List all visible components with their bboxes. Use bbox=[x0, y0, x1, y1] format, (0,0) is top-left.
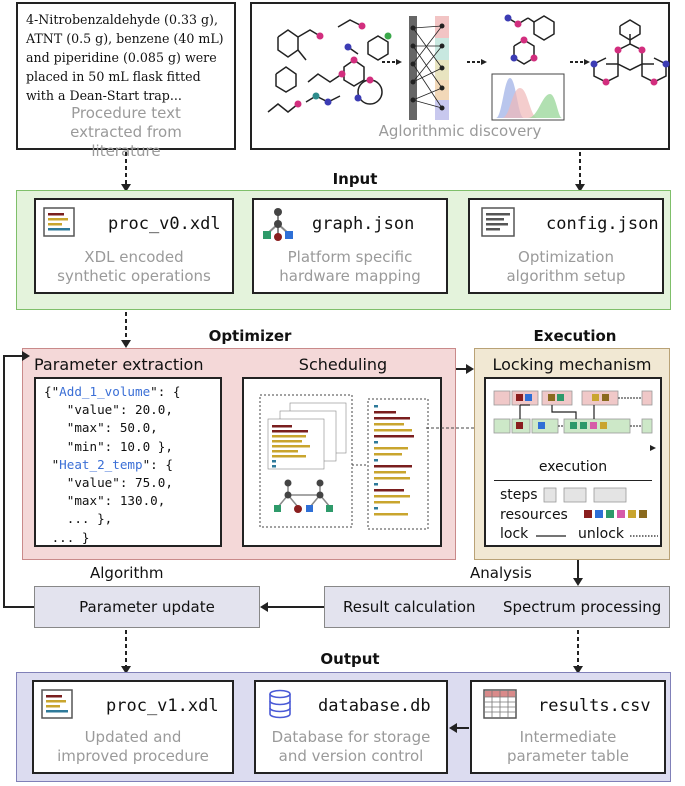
arrow-icon bbox=[456, 364, 474, 374]
graph-network-icon bbox=[263, 208, 293, 241]
discovery-caption: Aglorithmic discovery bbox=[378, 122, 542, 140]
code-line: {"Add_1_volume": { bbox=[44, 384, 181, 399]
parameter-extraction-title: Parameter extraction bbox=[34, 355, 204, 374]
arrow-icon bbox=[382, 59, 402, 65]
card-caption: Database for storage and version control bbox=[271, 728, 431, 765]
code-line: ... } bbox=[44, 529, 90, 545]
config-document-icon bbox=[481, 207, 515, 237]
arrow-icon bbox=[573, 560, 583, 586]
file-name: proc_v1.xdl bbox=[106, 696, 219, 716]
procedure-text-panel: 4-Nitrobenzaldehyde (0.33 g), ATNT (0.5 … bbox=[16, 2, 236, 160]
output-card-results[interactable]: results.csv Intermediate parameter table bbox=[470, 680, 666, 774]
file-name: proc_v0.xdl bbox=[108, 214, 221, 234]
arrow-icon bbox=[260, 602, 324, 612]
code-line: "value": 20.0, bbox=[44, 402, 173, 418]
code-line: "max": 130.0, bbox=[44, 493, 166, 509]
input-title: Input bbox=[332, 170, 378, 188]
legend-resources-swatch bbox=[584, 510, 647, 518]
parameter-update-box: Parameter update bbox=[34, 586, 260, 628]
candidate-molecules-icon bbox=[504, 14, 555, 65]
scheduling-title: Scheduling bbox=[298, 355, 388, 374]
analysis-label: Analysis bbox=[470, 564, 532, 582]
card-caption: Intermediate parameter table bbox=[507, 728, 629, 765]
code-line: ... }, bbox=[44, 511, 113, 527]
input-card-xdl[interactable]: proc_v0.xdl XDL encoded synthetic operat… bbox=[34, 198, 234, 294]
file-name: results.csv bbox=[538, 696, 651, 716]
procedure-line: 4-Nitrobenzaldehyde (0.33 g), bbox=[26, 12, 218, 27]
neural-network-icon bbox=[409, 16, 449, 120]
xdl-document-icon bbox=[43, 207, 75, 237]
spectrum-processing-label: Spectrum processing bbox=[503, 598, 662, 616]
execution-title: Execution bbox=[533, 327, 617, 345]
legend-divider bbox=[494, 480, 652, 481]
code-line: "value": 75.0, bbox=[44, 475, 173, 491]
code-line: "min": 10.0 }, bbox=[44, 438, 173, 454]
card-caption: Updated and improved procedure bbox=[57, 728, 209, 765]
algorithm-label: Algorithm bbox=[90, 564, 164, 582]
parameter-code: {"Add_1_volume": { "value": 20.0, "max":… bbox=[44, 383, 181, 547]
card-caption: Optimization algorithm setup bbox=[506, 248, 626, 285]
legend-unlock-line bbox=[630, 535, 658, 537]
arrow-icon bbox=[449, 723, 469, 733]
file-name: config.json bbox=[546, 214, 659, 234]
procedure-snippet: 4-Nitrobenzaldehyde (0.33 g), ATNT (0.5 … bbox=[26, 10, 224, 105]
locking-mechanism-title: Locking mechanism bbox=[492, 355, 652, 374]
schedule-illustration bbox=[259, 394, 429, 530]
algorithmic-discovery-panel: Aglorithmic discovery bbox=[250, 2, 670, 150]
locking-timeline-illustration bbox=[493, 390, 656, 451]
procedure-line: with a Dean-Start trap... bbox=[26, 88, 182, 103]
result-calculation-label: Result calculation bbox=[343, 598, 476, 616]
product-molecule-icon bbox=[590, 19, 670, 86]
arrow-icon bbox=[575, 152, 585, 192]
code-line: "Heat_2_temp": { bbox=[44, 456, 173, 472]
legend-resources-label: resources bbox=[500, 507, 568, 523]
input-card-graph[interactable]: graph.json Platform specific hardware ma… bbox=[252, 198, 448, 294]
parameter-update-label: Parameter update bbox=[79, 598, 215, 616]
scheduling-panel bbox=[242, 377, 442, 547]
arrow-icon bbox=[121, 630, 131, 674]
legend-lock-line bbox=[536, 535, 566, 537]
procedure-line: and piperidine (0.085 g) were bbox=[26, 50, 217, 65]
output-title: Output bbox=[320, 650, 380, 668]
database-icon bbox=[269, 689, 291, 719]
execution-label: execution bbox=[538, 459, 608, 475]
legend-steps-label: steps bbox=[500, 487, 538, 503]
input-card-config[interactable]: config.json Optimization algorithm setup bbox=[468, 198, 664, 294]
legend-lock-label: lock bbox=[500, 526, 529, 542]
arrow-icon bbox=[121, 152, 131, 192]
procedure-line: placed in 50 mL flask fitted bbox=[26, 69, 201, 84]
locking-panel: execution steps resources lock unlock bbox=[484, 377, 662, 547]
code-line: "max": 50.0, bbox=[44, 420, 158, 436]
output-card-xdl[interactable]: proc_v1.xdl Updated and improved procedu… bbox=[32, 680, 234, 774]
card-caption: Platform specific hardware mapping bbox=[279, 248, 421, 285]
arrow-icon bbox=[570, 59, 590, 65]
analysis-box: Result calculation Spectrum processing bbox=[324, 586, 670, 628]
molecule-library-icon bbox=[267, 19, 392, 113]
procedure-caption: Procedure text extracted from literature bbox=[70, 104, 182, 160]
file-name: database.db bbox=[318, 696, 431, 716]
feedback-loop-arrow bbox=[3, 351, 34, 608]
legend-unlock-label: unlock bbox=[578, 526, 625, 542]
distribution-plot-icon bbox=[491, 73, 565, 121]
output-card-database[interactable]: database.db Database for storage and ver… bbox=[254, 680, 448, 774]
file-name: graph.json bbox=[312, 214, 415, 234]
xdl-document-icon bbox=[41, 689, 73, 719]
legend-steps-swatch bbox=[543, 487, 627, 503]
optimizer-title: Optimizer bbox=[208, 327, 292, 345]
card-caption: XDL encoded synthetic operations bbox=[57, 248, 211, 285]
arrow-icon bbox=[121, 312, 131, 348]
arrow-icon bbox=[573, 630, 583, 674]
parameter-extraction-panel: {"Add_1_volume": { "value": 20.0, "max":… bbox=[34, 377, 222, 547]
procedure-line: ATNT (0.5 g), benzene (40 mL) bbox=[26, 31, 224, 46]
spreadsheet-icon bbox=[483, 689, 517, 719]
arrow-icon bbox=[467, 59, 487, 65]
